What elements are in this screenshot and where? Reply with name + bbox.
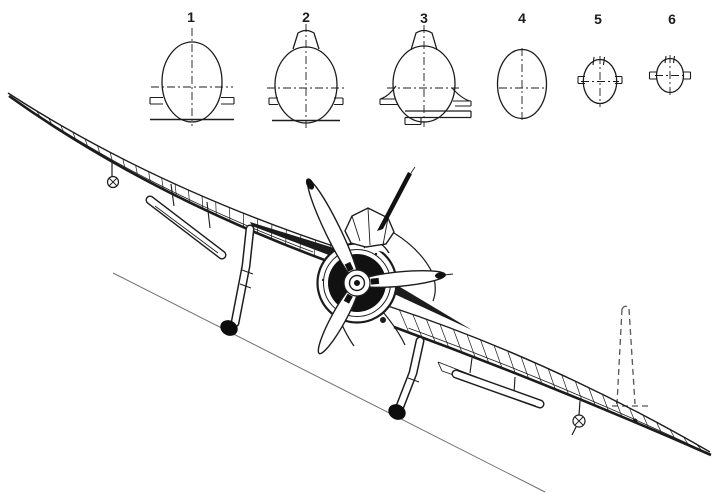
- right-wing: [387, 305, 712, 457]
- left-wing-ribs: [36, 110, 331, 262]
- propeller: [305, 178, 454, 355]
- stabilizer-stub-right: [615, 75, 623, 85]
- cross-section-5: [577, 56, 623, 107]
- propeller-hub: [343, 261, 380, 304]
- ground-line: [112, 272, 546, 493]
- cross-section-label-2: 2: [302, 9, 310, 25]
- stabilizer-tip-left: [250, 222, 334, 257]
- cross-section-4: [496, 48, 548, 122]
- cross-section-label-6: 6: [668, 11, 676, 27]
- underwing-store-left: [145, 183, 227, 260]
- cross-section-label-3: 3: [420, 10, 428, 26]
- cross-section-label-5: 5: [594, 11, 602, 27]
- blade-tip-cap: [305, 178, 315, 190]
- landing-gear-right: [388, 336, 425, 420]
- wing-dot: [632, 418, 638, 424]
- ventral-notch: [404, 117, 422, 126]
- cross-section-label-4: 4: [518, 10, 526, 26]
- wings: [7, 92, 712, 457]
- stabilizer-stub-left: [648, 71, 658, 80]
- left-wing: [7, 92, 337, 264]
- underwing-device-right: [571, 400, 586, 436]
- stabilizer-stub-left: [577, 75, 585, 85]
- cross-section-label-1: 1: [187, 9, 195, 25]
- wheel-left: [220, 320, 238, 336]
- right-wing-ribs: [398, 309, 703, 452]
- stabilizer-stub-right: [682, 71, 692, 80]
- underwing-store-right: [437, 357, 545, 409]
- blade-tip-cap: [435, 272, 445, 279]
- fin-attach-ticks: [664, 55, 676, 64]
- landing-gear-left: [220, 224, 255, 336]
- tail-fin-hidden-outline: [612, 305, 648, 407]
- wheel-right: [388, 404, 406, 420]
- cross-sections-row: [149, 24, 692, 128]
- cross-section-3: [379, 25, 472, 127]
- canopy: [344, 207, 395, 248]
- cross-section-2: [267, 24, 345, 128]
- cross-section-1: [149, 28, 235, 126]
- antenna-mast: [377, 166, 416, 231]
- cross-section-6: [648, 55, 692, 96]
- fin-attach-ticks: [592, 56, 606, 66]
- fuselage-dot: [380, 317, 386, 323]
- underwing-device-left: [106, 162, 120, 189]
- stabilizer-tip-right: [390, 281, 472, 330]
